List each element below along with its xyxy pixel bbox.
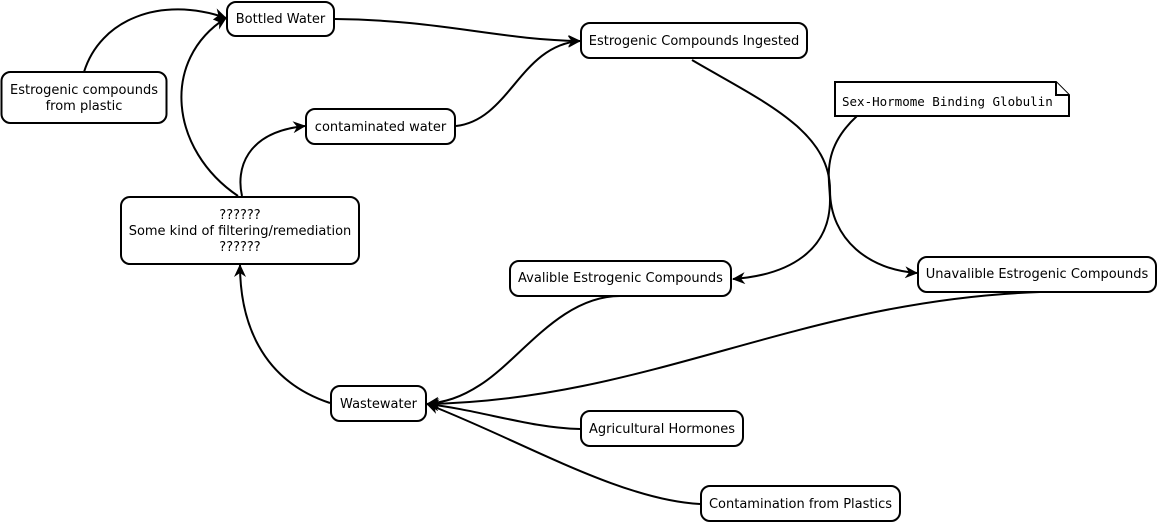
- node-label: Bottled Water: [236, 12, 326, 27]
- node-label: Avalible Estrogenic Compounds: [518, 271, 723, 286]
- edge-contamplastics-to-wastewater: [426, 402, 701, 505]
- node-label: ??????: [219, 208, 260, 223]
- edge-agricultural-to-wastewater: [426, 399, 581, 430]
- node-estrogenic-from-plastic[interactable]: Estrogenic compounds from plastic: [0, 71, 168, 124]
- edges-layer: [83, 8, 1041, 505]
- edge-filtering-to-bottled: [180, 17, 239, 197]
- edge-available-to-wastewater: [426, 295, 621, 409]
- node-label: Wastewater: [340, 397, 418, 412]
- node-bottled-water[interactable]: Bottled Water: [226, 1, 335, 37]
- node-label: Estrogenic compounds: [10, 83, 158, 98]
- node-label: from plastic: [46, 99, 123, 114]
- edge-bottled-to-ingested: [334, 18, 581, 47]
- node-available-estrogenic-compounds[interactable]: Avalible Estrogenic Compounds: [509, 260, 732, 297]
- node-contaminated-water[interactable]: contaminated water: [305, 108, 456, 145]
- node-label: Some kind of filtering/remediation: [129, 224, 352, 239]
- node-unavailable-estrogenic-compounds[interactable]: Unavalible Estrogenic Compounds: [917, 256, 1157, 293]
- node-label: Agricultural Hormones: [589, 422, 735, 437]
- node-wastewater[interactable]: Wastewater: [330, 385, 427, 422]
- node-estrogenic-compounds-ingested[interactable]: Estrogenic Compounds Ingested: [580, 22, 808, 59]
- node-label: Contamination from Plastics: [709, 497, 892, 512]
- node-contamination-from-plastics[interactable]: Contamination from Plastics: [700, 485, 901, 522]
- edge-filtering-to-contaminated: [239, 121, 306, 197]
- node-label: contaminated water: [315, 120, 447, 135]
- node-label: Unavalible Estrogenic Compounds: [926, 267, 1149, 282]
- node-label: ??????: [219, 240, 260, 255]
- edge-contaminated-to-ingested: [455, 35, 581, 127]
- edge-unavailable-to-wastewater: [426, 291, 1041, 410]
- edge-wastewater-to-filtering: [234, 264, 331, 404]
- edge-shbg-to-available: [732, 115, 858, 285]
- note-label: Sex-Hormome Binding Globulin: [842, 94, 1053, 109]
- note-sex-hormone-binding-globulin[interactable]: Sex-Hormome Binding Globulin: [834, 81, 1070, 117]
- edge-plastic-to-bottled: [83, 8, 227, 73]
- node-agricultural-hormones[interactable]: Agricultural Hormones: [580, 410, 744, 447]
- node-label: Estrogenic Compounds Ingested: [589, 34, 799, 49]
- node-filtering-remediation[interactable]: ?????? Some kind of filtering/remediatio…: [120, 196, 360, 265]
